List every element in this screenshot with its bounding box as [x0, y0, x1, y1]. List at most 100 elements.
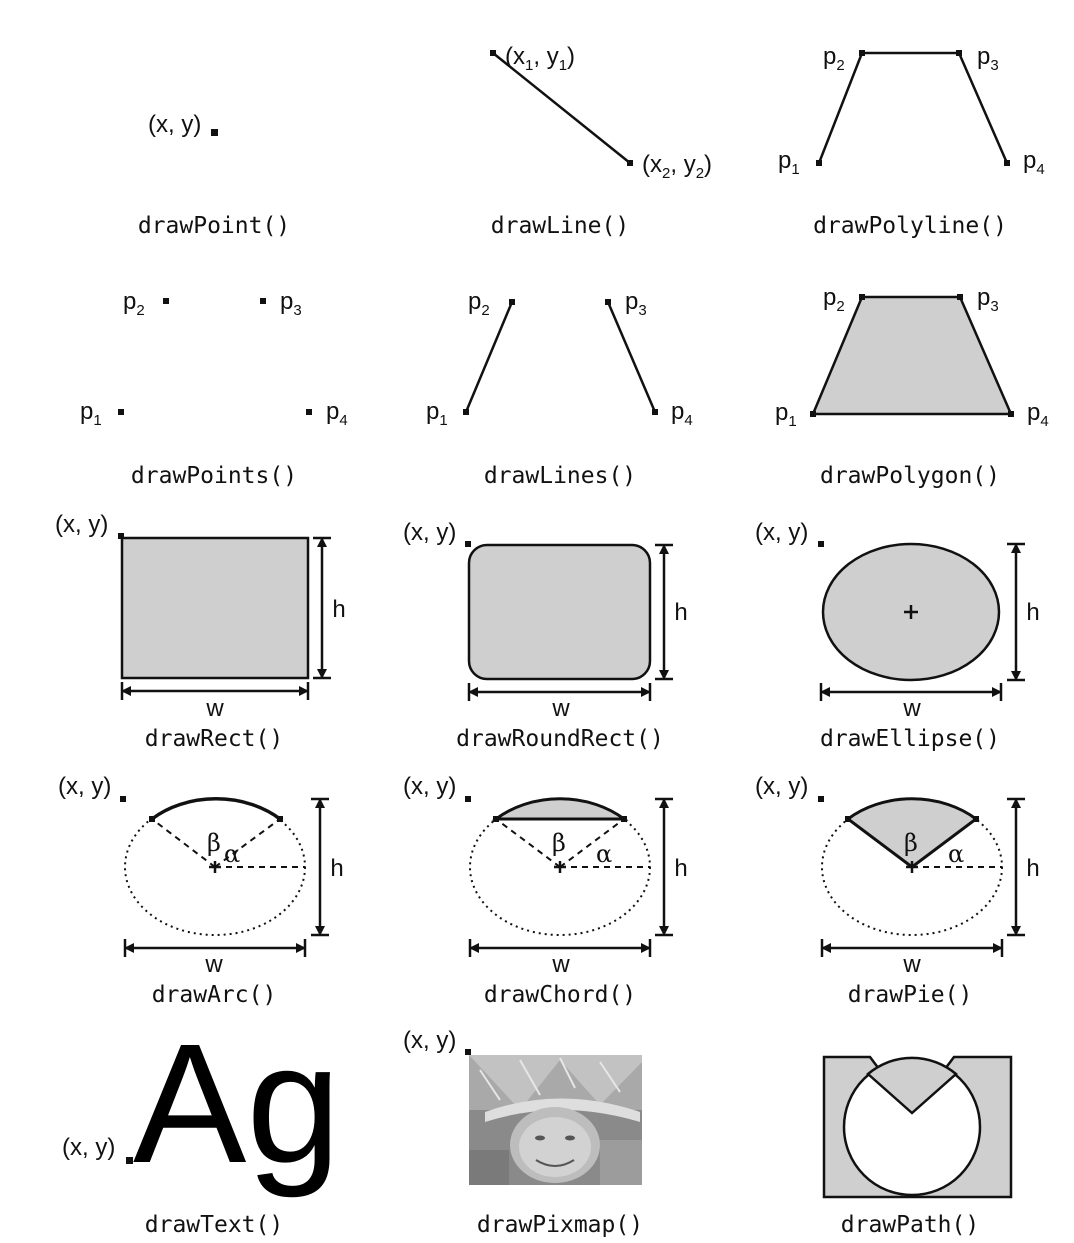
fn-drawline: drawLine() — [491, 213, 629, 239]
fn-drawpoint: drawPoint() — [138, 213, 290, 239]
point-label: (x, y) — [148, 111, 201, 138]
arc-alpha-label: α — [224, 840, 240, 868]
polyline-p1-label: p1 — [778, 147, 800, 178]
drawrect-figure: (x, y) w h drawRect() — [55, 511, 346, 752]
chord-radius-left — [495, 818, 561, 868]
pie-beta-label: β — [904, 829, 918, 857]
points-p2 — [163, 298, 169, 304]
drawarc-figure: (x, y) β α w h drawArc() — [58, 773, 344, 1008]
fn-drawlines: drawLines() — [484, 463, 636, 489]
chord-radius-right — [559, 818, 625, 868]
polyline-p3-label: p3 — [977, 43, 999, 74]
chord-w-label: w — [551, 951, 570, 978]
lines-p1 — [463, 409, 469, 415]
roundrect-w-label: w — [551, 695, 570, 722]
points-p3-label: p3 — [280, 288, 302, 319]
rect-origin-label: (x, y) — [55, 511, 108, 538]
fn-drawtext: drawText() — [145, 1212, 283, 1238]
path-wedge — [866, 1056, 958, 1115]
points-p4 — [306, 409, 312, 415]
polyline-p3 — [956, 50, 962, 56]
arc-w-label: w — [204, 951, 223, 978]
points-p2-label: p2 — [123, 288, 145, 319]
pie-shape — [845, 797, 979, 869]
drawpolygon-figure: p2 p3 p1 p4 drawPolygon() — [775, 284, 1049, 489]
drawellipse-figure: (x, y) w h drawEllipse() — [755, 519, 1040, 752]
chord-shape — [491, 797, 629, 821]
polygon-p3 — [957, 294, 963, 300]
polyline-p2 — [859, 50, 865, 56]
polygon-p4 — [1008, 411, 1014, 417]
ellipse-origin-point — [818, 541, 824, 547]
lines-p4 — [652, 409, 658, 415]
polygon-p1-label: p1 — [775, 399, 797, 430]
rect-shape — [120, 536, 310, 680]
points-p1-label: p1 — [80, 398, 102, 429]
rect-w-label: w — [205, 695, 224, 722]
points-p3 — [260, 298, 266, 304]
points-p4-label: p4 — [326, 398, 348, 429]
polyline-p4 — [1004, 160, 1010, 166]
line-segment — [492, 52, 631, 164]
line-end-label: (x2, y2) — [642, 151, 712, 182]
arc-curve — [150, 797, 282, 821]
fn-drawpolygon: drawPolygon() — [820, 463, 1000, 489]
polygon-p2-label: p2 — [823, 284, 845, 315]
polygon-p3-label: p3 — [977, 284, 999, 315]
polygon-p1 — [810, 411, 816, 417]
chord-origin-label: (x, y) — [403, 773, 456, 800]
polyline-p4-label: p4 — [1023, 147, 1045, 178]
drawtext-figure: Ag (x, y) drawText() — [62, 1009, 341, 1238]
pie-origin-point — [818, 796, 824, 802]
arc-radius-left — [151, 818, 216, 868]
arc-end-left — [149, 816, 155, 822]
pie-end-left — [845, 816, 851, 822]
fn-drawpolyline: drawPolyline() — [813, 213, 1007, 239]
polygon-p2 — [859, 294, 865, 300]
fn-drawroundrect: drawRoundRect() — [456, 726, 664, 752]
drawroundrect-figure: (x, y) w h drawRoundRect() — [403, 519, 688, 752]
lines-segment-2 — [606, 301, 657, 413]
pixmap-origin-label: (x, y) — [403, 1027, 456, 1054]
pie-origin-label: (x, y) — [755, 773, 808, 800]
roundrect-origin-label: (x, y) — [403, 519, 456, 546]
chord-end-left — [493, 816, 499, 822]
arc-end-right — [277, 816, 283, 822]
fn-drawpath: drawPath() — [841, 1212, 979, 1238]
pie-end-right — [973, 816, 979, 822]
arc-h-label: h — [330, 855, 343, 882]
polyline-path — [817, 51, 1009, 164]
pie-alpha-label: α — [948, 840, 964, 868]
chord-end-right — [621, 816, 627, 822]
point-marker — [211, 129, 218, 136]
drawpoints-figure: p2 p3 p1 p4 drawPoints() — [80, 288, 348, 489]
line-start-point — [490, 50, 496, 56]
pie-h-label: h — [1026, 855, 1039, 882]
drawline-figure: (x1, y1) (x2, y2) drawLine() — [490, 43, 712, 239]
fn-drawchord: drawChord() — [484, 982, 636, 1008]
drawchord-figure: (x, y) β α w h drawChord() — [403, 773, 688, 1008]
lines-segment-1 — [464, 301, 514, 413]
drawlines-figure: p2 p3 p1 p4 drawLines() — [426, 288, 693, 489]
lines-p4-label: p4 — [671, 398, 693, 429]
text-sample-ag: Ag — [133, 1009, 341, 1199]
line-start-label: (x1, y1) — [505, 43, 575, 74]
polyline-p2-label: p2 — [823, 43, 845, 74]
pie-w-label: w — [902, 951, 921, 978]
polygon-p4-label: p4 — [1027, 399, 1049, 430]
fn-drawpixmap: drawPixmap() — [477, 1212, 643, 1238]
polyline-p1 — [816, 160, 822, 166]
ellipse-w-label: w — [902, 695, 921, 722]
ellipse-h-label: h — [1026, 599, 1039, 626]
chord-origin-point — [465, 796, 471, 802]
drawpie-figure: (x, y) β α w h drawPie() — [755, 773, 1040, 1008]
fn-drawarc: drawArc() — [152, 982, 277, 1008]
arc-radius-right — [214, 818, 281, 868]
pixmap-image — [469, 1055, 642, 1185]
fn-drawrect: drawRect() — [145, 726, 283, 752]
lines-p3-label: p3 — [625, 288, 647, 319]
arc-origin-point — [120, 796, 126, 802]
drawpolyline-figure: p2 p3 p1 p4 drawPolyline() — [778, 43, 1045, 239]
rect-origin-point — [118, 533, 124, 539]
